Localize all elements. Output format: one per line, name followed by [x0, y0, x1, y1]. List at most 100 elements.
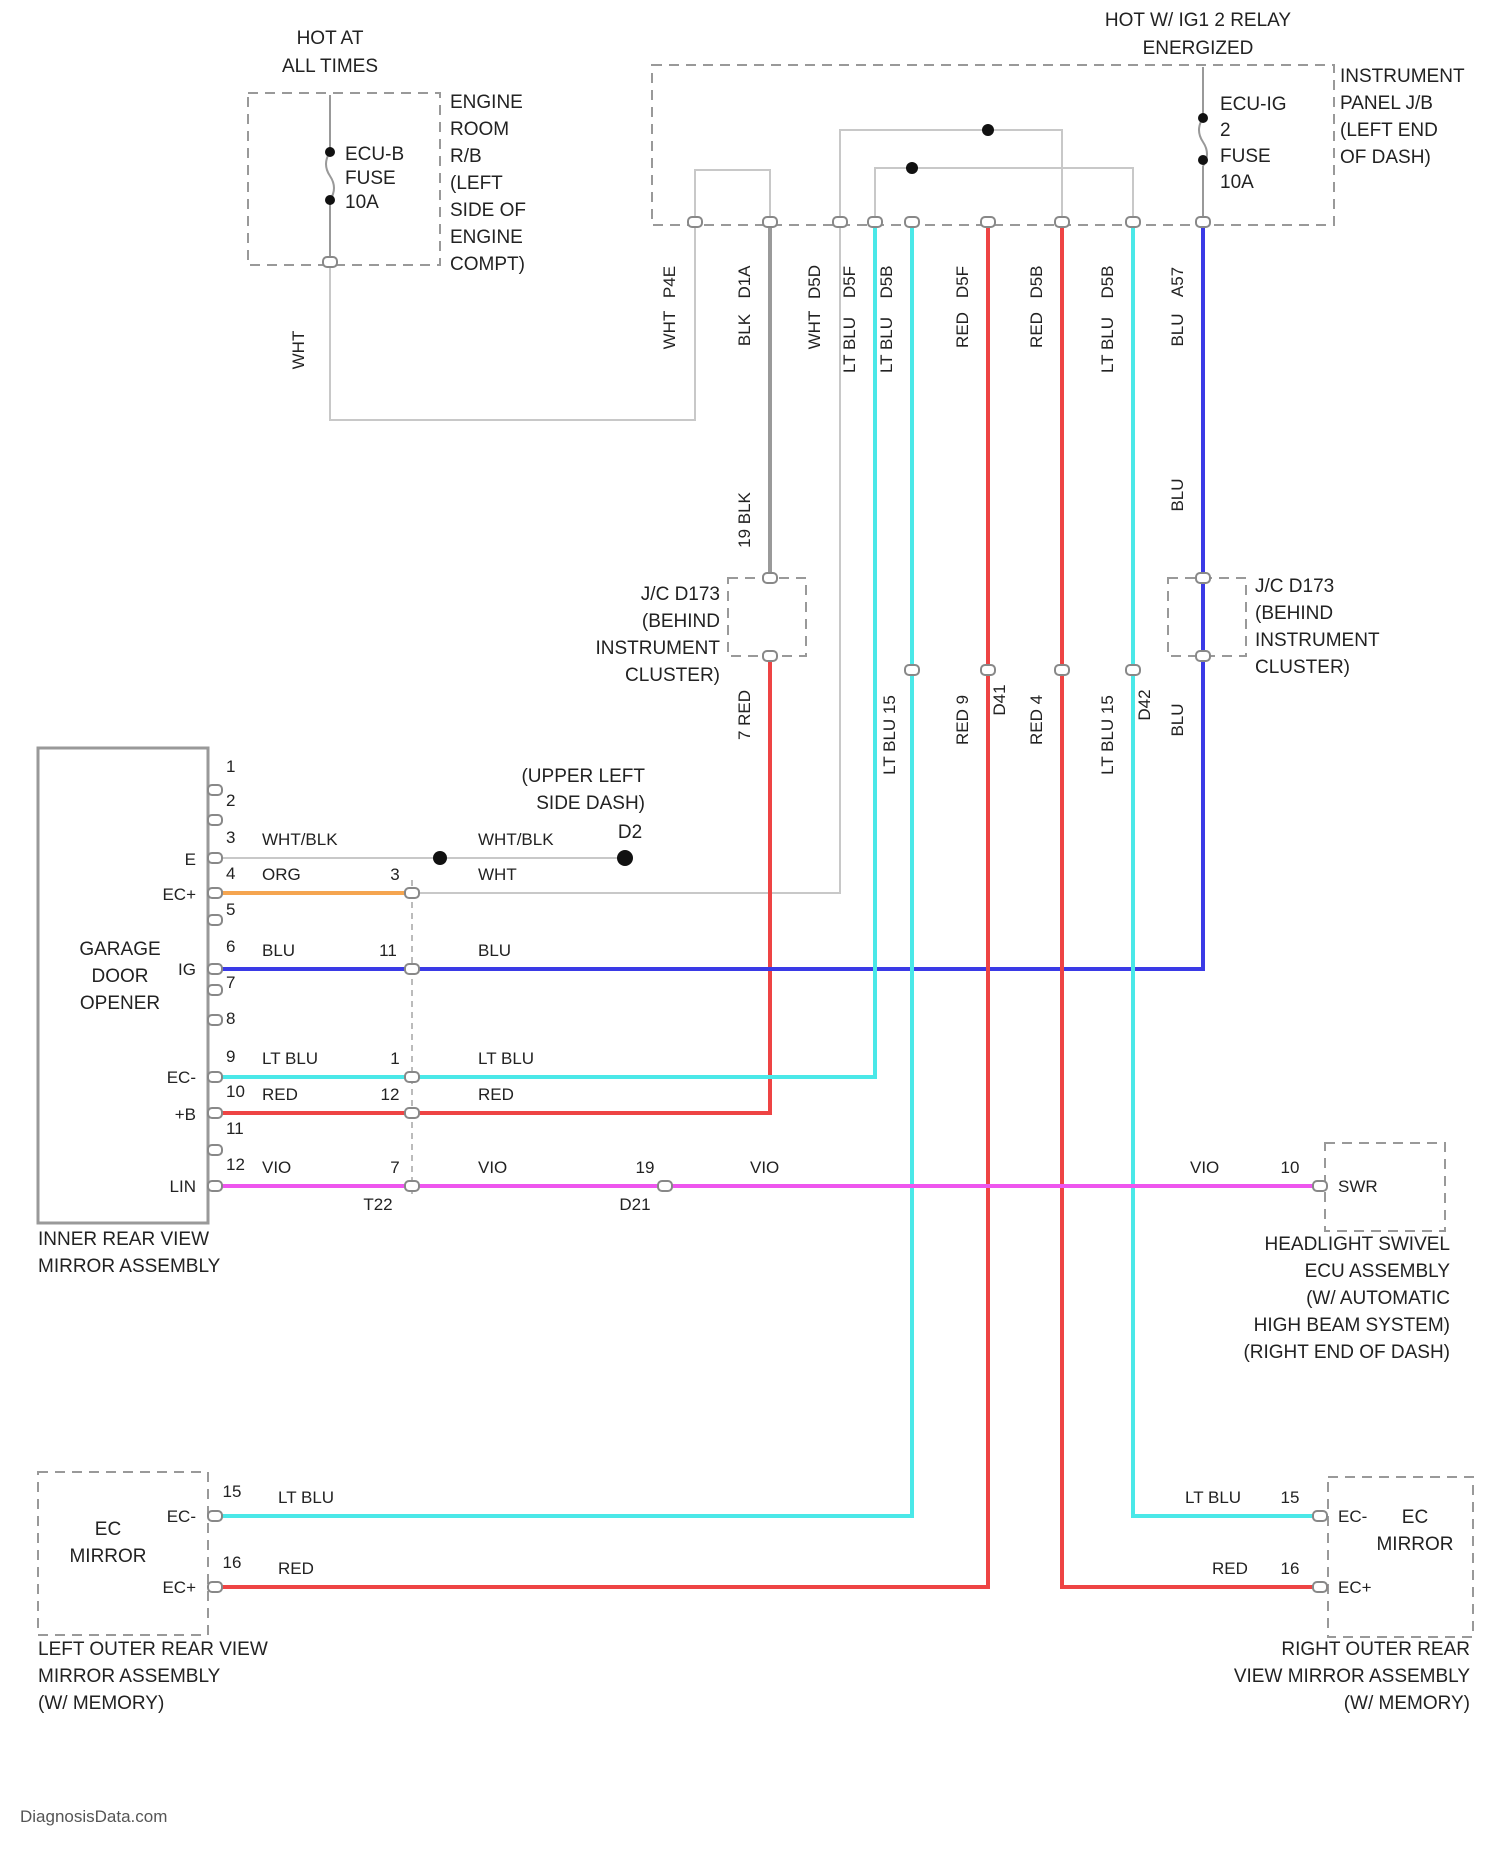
ecu-b-fuse-label: 10A [345, 192, 379, 213]
inline-pin-number: 7 [390, 1158, 399, 1177]
splice-connector-pin [905, 665, 919, 675]
wire-color-label: BLU [1168, 478, 1187, 511]
wire-color-label: WHT/BLK [262, 830, 338, 849]
mirror-pin-number: 15 [1281, 1488, 1300, 1507]
jc-left-label: CLUSTER) [625, 665, 720, 686]
wire-color-label: 19 BLK [735, 491, 754, 547]
wire-color-label: WHT/BLK [478, 830, 554, 849]
left-mirror-label: LEFT OUTER REAR VIEW [38, 1639, 268, 1660]
wire-color-label: LT BLU [1098, 317, 1117, 373]
wire-color-label: LT BLU [840, 317, 859, 373]
wire-color-label: ORG [262, 865, 301, 884]
inline-connector-pin [405, 1108, 419, 1118]
garage-pin [208, 1145, 222, 1155]
mirror-pin-number: 16 [1281, 1559, 1300, 1578]
wire-color-label: WHT [289, 331, 308, 370]
jc-left-box [728, 578, 806, 656]
hot-ig1-label: ENERGIZED [1143, 38, 1254, 59]
ec-mirror-right-label: EC [1402, 1507, 1428, 1528]
garage-pin-number: 4 [226, 864, 235, 883]
wire-color-label: RED 9 [953, 695, 972, 745]
wire-color-label: LT BLU [1185, 1488, 1241, 1507]
wire-color-label: LT BLU 15 [1098, 695, 1117, 775]
inner-mirror-label: INNER REAR VIEW [38, 1229, 209, 1250]
wire-color-label: BLU [1168, 313, 1187, 346]
connector-label: D42 [1135, 689, 1154, 720]
right-mirror-label: VIEW MIRROR ASSEMBLY [1234, 1666, 1470, 1687]
wire-red-left-mirror [208, 222, 988, 1587]
garage-pin [208, 815, 222, 825]
garage-pin [208, 853, 222, 863]
garage-pin-name: EC+ [162, 885, 196, 904]
garage-pin-number: 1 [226, 757, 235, 776]
jb-connector-pin [688, 217, 702, 227]
inline-pin-number: 10 [1281, 1158, 1300, 1177]
garage-pin-number: 2 [226, 791, 235, 810]
garage-pin-number: 9 [226, 1047, 235, 1066]
ground-icon [617, 850, 633, 866]
right-mirror-label: (W/ MEMORY) [1344, 1693, 1470, 1714]
wire-color-label: RED [1212, 1559, 1248, 1578]
wire-color-label: RED [953, 312, 972, 348]
wire-ltblu-ec-minus [208, 222, 875, 1077]
right-mirror-pin [1313, 1511, 1327, 1521]
jb-pin-label: D5B [877, 265, 896, 298]
engine-room-rb-label: R/B [450, 146, 482, 167]
wire-color-label: VIO [750, 1158, 779, 1177]
jb-pin-label: D5B [1098, 265, 1117, 298]
jb-connector-pin [1055, 217, 1069, 227]
instrument-panel-jb-label: INSTRUMENT [1340, 66, 1465, 87]
garage-pin [208, 964, 222, 974]
ec-mirror-right-label: MIRROR [1376, 1534, 1453, 1555]
garage-pin-name: EC- [167, 1068, 196, 1087]
garage-pin [208, 785, 222, 795]
garage-pin-name: LIN [170, 1177, 196, 1196]
wire-color-label: LT BLU [262, 1049, 318, 1068]
jb-pin-label: P4E [660, 266, 679, 298]
left-mirror-label: (W/ MEMORY) [38, 1693, 164, 1714]
wire-color-label: 7 RED [735, 690, 754, 740]
jc-right-label: INSTRUMENT [1255, 630, 1380, 651]
garage-pin [208, 1181, 222, 1191]
jb-connector-pin [905, 217, 919, 227]
ecu-ig-fuse [1198, 67, 1208, 222]
engine-room-rb-label: (LEFT [450, 173, 503, 194]
wire-color-label: WHT [478, 865, 517, 884]
mirror-pin-number: 15 [223, 1482, 242, 1501]
engine-room-rb-label: ENGINE [450, 227, 523, 248]
wire-color-label: BLK [735, 313, 754, 346]
engine-room-rb-box [248, 93, 440, 265]
engine-room-rb-label: ROOM [450, 119, 509, 140]
garage-pin-name: E [185, 850, 196, 869]
headlight-pin [1313, 1181, 1327, 1191]
wire-color-label: RED 4 [1027, 695, 1046, 745]
instrument-panel-jb-label: PANEL J/B [1340, 93, 1433, 114]
headlight-swivel-label: ECU ASSEMBLY [1305, 1261, 1451, 1282]
engine-room-rb-label: ENGINE [450, 92, 523, 113]
inline-pin-number: 1 [390, 1049, 399, 1068]
instrument-panel-jb-box [652, 65, 1334, 225]
jb-connector-pin [833, 217, 847, 227]
garage-pin [208, 985, 222, 995]
jc-left-label: (BEHIND [642, 611, 720, 632]
ec-mirror-left-label: MIRROR [69, 1546, 146, 1567]
wire-color-label: LT BLU 15 [880, 695, 899, 775]
inline-connector-pin [658, 1181, 672, 1191]
jb-connector-pin [981, 217, 995, 227]
jb-connector-pin [763, 217, 777, 227]
ecu-b-fuse-label: FUSE [345, 168, 396, 189]
inline-pin-number: 19 [636, 1158, 655, 1177]
jb-pin-label: A57 [1168, 267, 1187, 297]
ground-label: SIDE DASH) [536, 793, 645, 814]
garage-pin-number: 6 [226, 937, 235, 956]
jb-pin-label: D5F [953, 266, 972, 298]
inline-pin-number: 11 [379, 941, 397, 960]
jb-connector-pin [1196, 217, 1210, 227]
splice-connector-pin [1126, 665, 1140, 675]
jc-left-label: J/C D173 [641, 584, 720, 605]
inline-pin-number: 3 [390, 865, 399, 884]
connector-label: T22 [363, 1195, 392, 1214]
splice-dot [982, 124, 994, 136]
jc-connector-pin [1196, 651, 1210, 661]
